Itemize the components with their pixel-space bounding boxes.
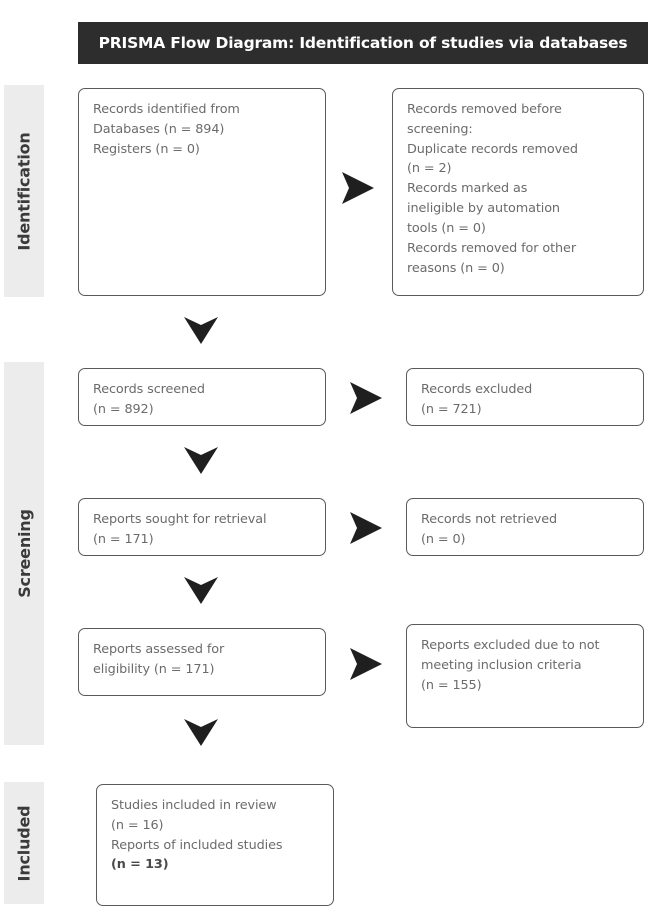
node-records-screened-text: Records screened (n = 892) xyxy=(93,382,205,417)
arrow-down-identified-to-screened xyxy=(180,312,222,348)
node-records-not-retrieved: Records not retrieved (n = 0) xyxy=(406,498,644,556)
node-records-identified-text: Records identified from Databases (n = 8… xyxy=(93,102,240,157)
node-reports-assessed-for-eligibility: Reports assessed for eligibility (n = 17… xyxy=(78,628,326,696)
node-records-removed-before-screening: Records removed before screening: Duplic… xyxy=(392,88,644,296)
node-reports-sought-for-retrieval: Reports sought for retrieval (n = 171) xyxy=(78,498,326,556)
node-studies-included-line4: (n = 13) xyxy=(111,857,169,873)
stage-label-identification: Identification xyxy=(14,131,34,251)
node-records-excluded-text: Records excluded (n = 721) xyxy=(421,382,533,417)
arrow-right-assessed-to-reports-excluded xyxy=(344,644,388,684)
diagram-title-bar: PRISMA Flow Diagram: Identification of s… xyxy=(78,22,648,64)
node-reports-sought-text: Reports sought for retrieval (n = 171) xyxy=(93,512,267,547)
node-records-not-retrieved-text: Records not retrieved (n = 0) xyxy=(421,512,558,547)
node-reports-excluded: Reports excluded due to not meeting incl… xyxy=(406,624,644,728)
arrow-right-screened-to-excluded xyxy=(344,378,388,418)
page-title: PRISMA Flow Diagram: Identification of s… xyxy=(98,34,628,52)
node-reports-excluded-text: Reports excluded due to not meeting incl… xyxy=(421,638,600,693)
node-records-removed-text: Records removed before screening: Duplic… xyxy=(407,102,578,276)
arrow-down-screened-to-sought xyxy=(180,442,222,478)
node-studies-included-line2: (n = 16) xyxy=(111,817,164,833)
arrow-right-identified-to-removed xyxy=(336,168,380,208)
arrow-down-assessed-to-included xyxy=(180,714,222,750)
stage-label-screening: Screening xyxy=(14,509,34,598)
node-records-excluded: Records excluded (n = 721) xyxy=(406,368,644,426)
stage-band-identification: Identification xyxy=(4,85,44,297)
node-records-screened: Records screened (n = 892) xyxy=(78,368,326,426)
node-records-identified: Records identified from Databases (n = 8… xyxy=(78,88,326,296)
arrow-down-sought-to-assessed xyxy=(180,572,222,608)
stage-label-included: Included xyxy=(14,805,34,881)
arrow-right-sought-to-not-retrieved xyxy=(344,508,388,548)
stage-band-included: Included xyxy=(4,782,44,904)
node-reports-assessed-text: Reports assessed for eligibility (n = 17… xyxy=(93,642,225,677)
node-studies-included-line3: Reports of included studies xyxy=(111,837,283,853)
stage-band-screening: Screening xyxy=(4,362,44,745)
node-studies-included-in-review: Studies included in review (n = 16) Repo… xyxy=(96,784,334,906)
node-studies-included-line1: Studies included in review xyxy=(111,798,277,813)
